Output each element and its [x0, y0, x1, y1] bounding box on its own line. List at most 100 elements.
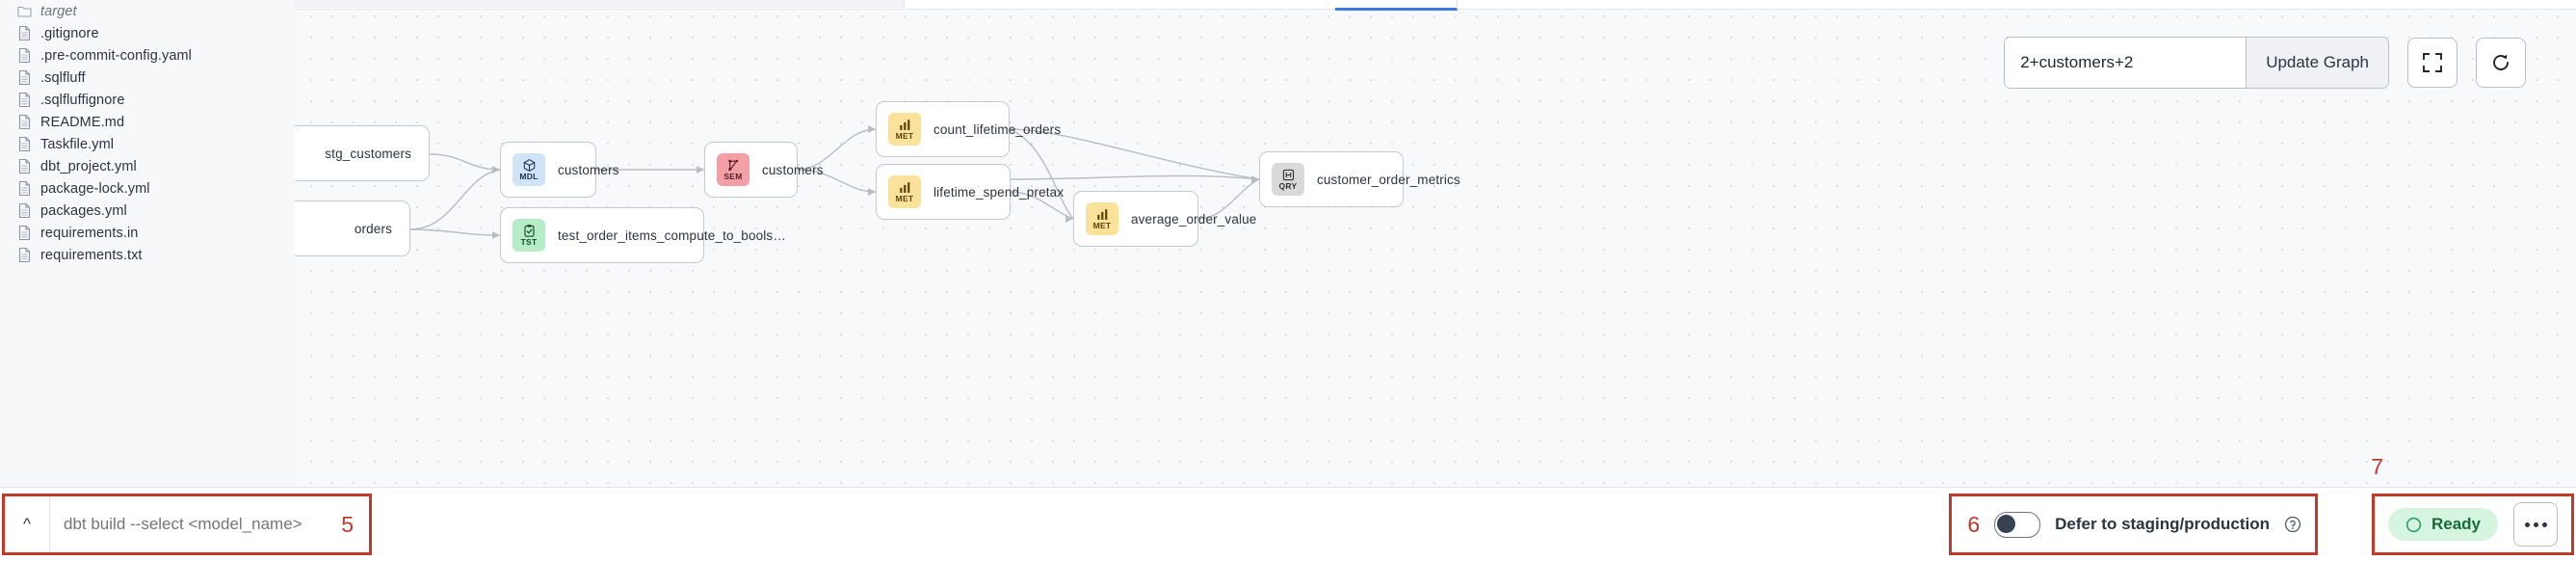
- node-type-label: SEM: [723, 172, 743, 181]
- graph-node[interactable]: TST test_order_items_compute_to_bools…: [500, 207, 786, 263]
- help-circle-icon[interactable]: [2284, 516, 2301, 533]
- node-label: customer_order_metrics: [1317, 172, 1460, 187]
- graph-node[interactable]: MET count_lifetime_orders: [876, 101, 1061, 157]
- node-label: customers: [762, 162, 824, 177]
- file-icon: [18, 25, 31, 41]
- file-name: .pre-commit-config.yaml: [40, 47, 192, 64]
- node-type-label: MDL: [519, 172, 539, 181]
- node-label: count_lifetime_orders: [933, 121, 1062, 137]
- defer-control: 6 Defer to staging/production: [1949, 494, 2318, 555]
- graph-node[interactable]: orders: [295, 200, 410, 256]
- annotation-7: 7: [2371, 454, 2383, 479]
- node-type-label: TST: [520, 237, 538, 247]
- file-icon: [18, 92, 31, 108]
- graph-icon: [727, 159, 738, 172]
- node-type-badge: MET: [888, 113, 921, 146]
- file-row[interactable]: target: [0, 0, 295, 22]
- file-row[interactable]: .gitignore: [0, 22, 295, 44]
- node-type-icon: [726, 158, 741, 173]
- file-name: packages.yml: [40, 202, 127, 219]
- file-name: .sqlfluff: [40, 69, 86, 86]
- ellipsis-icon: [2524, 521, 2530, 527]
- graph-selector-input[interactable]: [2005, 38, 2247, 88]
- node-label: customers: [558, 162, 619, 177]
- node-label: orders: [354, 221, 392, 236]
- ellipsis-icon: [2533, 521, 2538, 527]
- bar-chart-icon: [899, 120, 909, 130]
- bar-chart-icon: [1096, 209, 1107, 220]
- editor-tab[interactable]: [742, 0, 905, 8]
- node-type-badge: MET: [1086, 202, 1118, 235]
- refresh-button[interactable]: [2476, 38, 2526, 88]
- status-bar: ^ 5 6 Defer to staging/production Ready: [0, 487, 2576, 561]
- file-icon: [18, 225, 31, 241]
- file-row[interactable]: dbt_project.yml: [0, 155, 295, 177]
- ellipsis-icon: [2541, 521, 2547, 527]
- graph-node[interactable]: MDL customers: [500, 142, 618, 198]
- command-bar: ^ 5: [2, 494, 372, 555]
- node-type-icon: [898, 180, 912, 195]
- annotation-5: 5: [341, 511, 354, 537]
- file-name: target: [40, 3, 77, 19]
- graph-node[interactable]: stg_customers: [295, 125, 430, 181]
- file-row[interactable]: .sqlfluffignore: [0, 89, 295, 111]
- command-input[interactable]: [50, 514, 342, 535]
- node-type-label: MET: [895, 131, 914, 141]
- node-type-icon: [522, 158, 537, 173]
- file-name: .gitignore: [40, 25, 99, 41]
- node-label: test_order_items_compute_to_bools…: [558, 227, 786, 243]
- node-type-label: QRY: [1278, 181, 1298, 191]
- status-controls: Ready: [2371, 494, 2574, 555]
- file-row[interactable]: Taskfile.yml: [0, 133, 295, 155]
- node-type-icon: [898, 118, 912, 132]
- node-type-label: MET: [895, 194, 914, 203]
- defer-toggle[interactable]: [1994, 511, 2041, 538]
- expand-console-button[interactable]: ^: [5, 496, 50, 552]
- status-label: Ready: [2431, 515, 2481, 533]
- file-row[interactable]: .sqlfluff: [0, 67, 295, 89]
- node-type-icon: [522, 224, 537, 238]
- file-icon: [18, 180, 31, 197]
- graph-node[interactable]: MET lifetime_spend_pretax: [876, 164, 1064, 220]
- node-label: lifetime_spend_pretax: [933, 184, 1065, 200]
- node-type-badge: MDL: [513, 153, 545, 186]
- status-badge[interactable]: Ready: [2387, 508, 2498, 541]
- file-name: dbt_project.yml: [40, 158, 137, 174]
- file-icon: [18, 136, 31, 152]
- toggle-knob: [1997, 514, 2016, 533]
- cube-icon: [523, 159, 535, 172]
- file-row[interactable]: README.md: [0, 111, 295, 133]
- file-explorer[interactable]: target .gitignore .pre-commit-config.yaml.…: [0, 0, 296, 488]
- editor-tabstrip[interactable]: [295, 0, 2576, 11]
- more-options-button[interactable]: [2513, 502, 2558, 547]
- query-icon: [1282, 169, 1294, 181]
- bar-chart-icon: [899, 182, 909, 193]
- graph-node[interactable]: QRY customer_order_metrics: [1259, 151, 1460, 207]
- graph-toolbar: Update Graph: [2004, 37, 2526, 89]
- file-row[interactable]: requirements.in: [0, 222, 295, 244]
- file-list: target .gitignore .pre-commit-config.yaml.…: [0, 0, 295, 266]
- node-type-icon: [1095, 207, 1110, 222]
- graph-edges: [409, 125, 1260, 239]
- editor-tab-active[interactable]: [1335, 0, 1458, 11]
- file-row[interactable]: packages.yml: [0, 200, 295, 222]
- refresh-icon: [2493, 54, 2509, 70]
- node-type-badge: TST: [513, 219, 545, 252]
- file-row[interactable]: .pre-commit-config.yaml: [0, 44, 295, 67]
- annotation-6: 6: [1967, 511, 1981, 537]
- file-icon: [18, 47, 31, 64]
- node-type-label: MET: [1092, 221, 1112, 230]
- defer-label: Defer to staging/production: [2055, 515, 2270, 533]
- node-type-badge: QRY: [1272, 163, 1304, 196]
- fullscreen-button[interactable]: [2407, 38, 2458, 88]
- file-row[interactable]: requirements.txt: [0, 244, 295, 266]
- graph-node[interactable]: SEM customers: [704, 142, 823, 198]
- file-row[interactable]: package-lock.yml: [0, 177, 295, 200]
- node-label: stg_customers: [325, 146, 411, 161]
- update-graph-button[interactable]: Update Graph: [2246, 38, 2388, 88]
- node-type-badge: MET: [888, 175, 921, 208]
- node-type-icon: [1281, 168, 1296, 182]
